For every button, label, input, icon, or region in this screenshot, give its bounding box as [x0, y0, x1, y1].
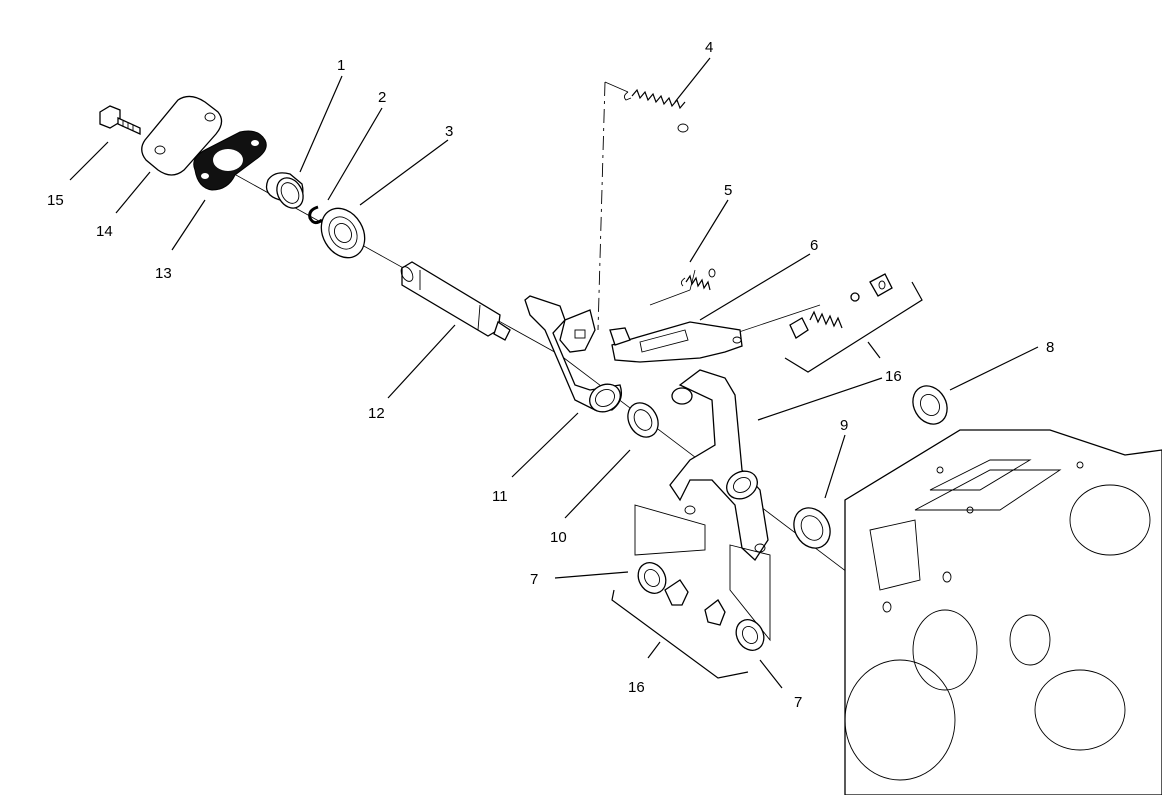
flange-cover-part-14 [141, 95, 223, 176]
assembly-axis-lines [154, 81, 901, 613]
callout-11: 11 [492, 488, 508, 505]
callout-5: 5 [724, 182, 732, 199]
callout-1: 1 [337, 57, 345, 74]
shaft-part-12 [400, 261, 511, 341]
bushing-part-1 [265, 172, 304, 209]
callout-10: 10 [550, 529, 567, 546]
callout-6: 6 [810, 237, 818, 254]
leader-lines [69, 57, 1039, 689]
callout-12: 12 [368, 405, 385, 422]
callout-15: 15 [47, 192, 64, 209]
callout-16-upper: 16 [885, 368, 902, 385]
washer-part-10 [627, 402, 659, 438]
linkage-plate-part-6 [609, 321, 743, 363]
fork-lever-assembly [669, 369, 769, 562]
bolt-part-15 [99, 105, 141, 136]
callout-14: 14 [96, 223, 113, 240]
callout-7-lower: 7 [794, 694, 802, 711]
callout-2: 2 [378, 89, 386, 106]
bearing-part-9 [793, 507, 831, 549]
callout-7-upper: 7 [530, 571, 538, 588]
callout-labels: 1 2 3 4 5 6 7 7 8 9 10 11 12 13 14 15 16… [47, 39, 1054, 711]
spring-part-4 [623, 88, 689, 133]
spring-part-5 [680, 268, 716, 291]
bearing-part-8 [912, 385, 948, 425]
callout-8: 8 [1046, 339, 1054, 356]
callout-13: 13 [155, 265, 172, 282]
callout-16-lower: 16 [628, 679, 645, 696]
engine-block-housing [844, 429, 1162, 795]
retaining-ring-part-2 [308, 205, 323, 225]
callout-4: 4 [705, 39, 713, 56]
callout-3: 3 [445, 123, 453, 140]
gasket-part-13 [193, 130, 267, 191]
lever-part-11 [524, 295, 623, 413]
callout-9: 9 [840, 417, 848, 434]
bearing-part-3 [320, 207, 366, 259]
pin-assembly-part-16-lower [634, 504, 771, 651]
plunger-assembly-part-16 [789, 273, 893, 339]
